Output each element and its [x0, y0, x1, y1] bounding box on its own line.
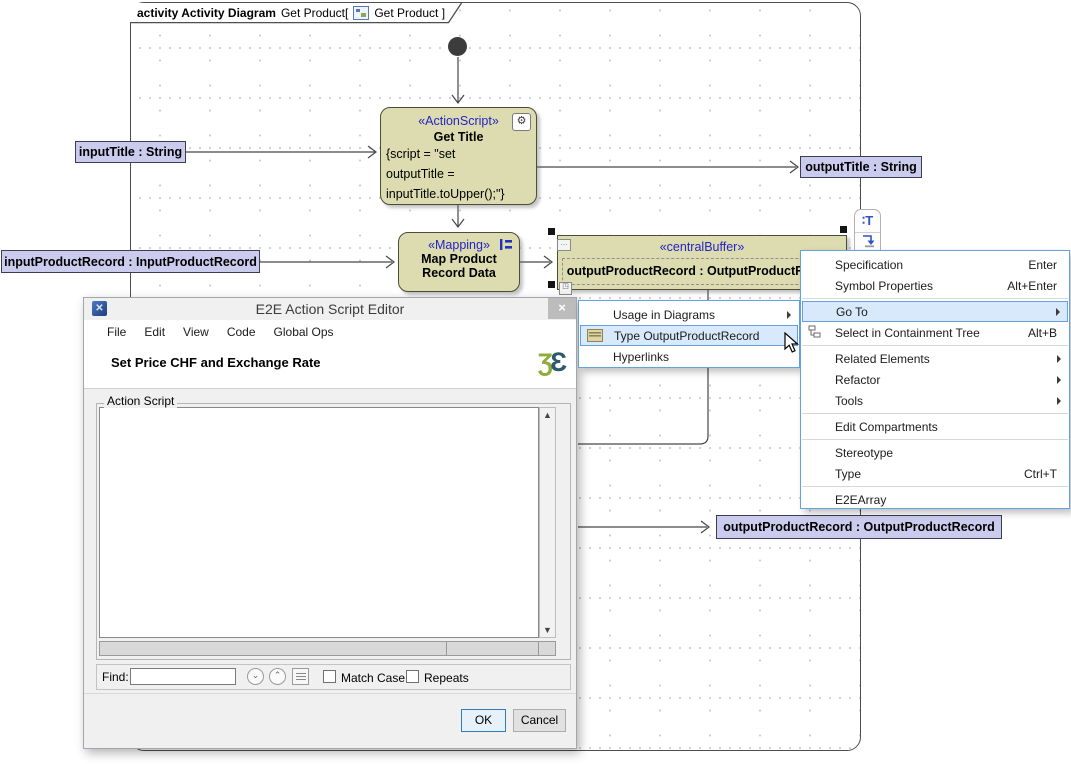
menu-item-go-to[interactable]: Go To	[802, 301, 1068, 322]
menu-item-edit-compartments[interactable]: Edit Compartments	[802, 416, 1068, 437]
menu-separator	[802, 486, 1068, 487]
e2e-logo-icon: ƷƐ	[538, 347, 567, 378]
mouse-cursor-icon	[783, 332, 801, 354]
selection-handle[interactable]	[548, 228, 555, 235]
submenu-arrow-icon	[1057, 355, 1061, 363]
more-options-adornment-icon[interactable]: …	[557, 239, 571, 251]
menu-separator	[802, 439, 1068, 440]
buffer-type-icon	[587, 329, 603, 342]
script-heading: Set Price CHF and Exchange Rate	[111, 355, 321, 370]
selection-handle[interactable]	[840, 226, 847, 233]
action-name: Record Data	[399, 266, 519, 280]
menu-item-symbol-properties[interactable]: Symbol Properties Alt+Enter	[802, 275, 1068, 296]
submenu-arrow-icon	[1057, 397, 1061, 405]
mapping-icon	[499, 238, 513, 251]
dialog-header: Set Price CHF and Exchange Rate ƷƐ	[84, 343, 576, 389]
selection-handle[interactable]	[548, 281, 555, 288]
activity-diagram-icon	[353, 6, 369, 20]
menu-item-stereotype[interactable]: Stereotype	[802, 442, 1068, 463]
param-output-title[interactable]: outputTitle : String	[800, 156, 922, 178]
horizontal-scrollbar[interactable]	[99, 641, 556, 656]
menu-separator	[802, 298, 1068, 299]
find-input[interactable]	[130, 668, 236, 685]
find-options-icon[interactable]	[292, 668, 309, 685]
repeats-checkbox[interactable]	[406, 670, 419, 683]
menu-file[interactable]: File	[98, 325, 135, 339]
menu-edit[interactable]: Edit	[135, 325, 174, 339]
close-button[interactable]: ×	[548, 298, 576, 319]
script-text-line: inputTitle.toUpper();"}	[381, 184, 536, 204]
match-case-checkbox[interactable]	[323, 670, 336, 683]
match-case-label: Match Case	[341, 671, 405, 685]
menu-separator	[802, 413, 1068, 414]
menu-item-related-elements[interactable]: Related Elements	[802, 348, 1068, 369]
action-script-group-label: Action Script	[104, 394, 177, 408]
find-previous-icon[interactable]: ⌃	[269, 668, 286, 685]
menu-item-select-in-containment-tree[interactable]: Select in Containment Tree Alt+B	[802, 322, 1068, 343]
menu-item-specification[interactable]: Specification Enter	[802, 254, 1068, 275]
context-menu: Specification Enter Symbol Properties Al…	[800, 250, 1070, 509]
menu-global-ops[interactable]: Global Ops	[265, 325, 343, 339]
menu-view[interactable]: View	[174, 325, 218, 339]
submenu-arrow-icon	[1057, 376, 1061, 384]
divider	[84, 693, 576, 694]
action-get-title[interactable]: «ActionScript» ⚙ Get Title {script = "se…	[380, 107, 537, 205]
script-text-line: {script = "set	[381, 144, 536, 164]
resize-adornment-icon[interactable]: ◳	[559, 282, 572, 295]
action-name: Map Product	[399, 252, 519, 266]
submenu-arrow-icon	[787, 311, 791, 319]
menu-code[interactable]: Code	[218, 325, 265, 339]
submenu-item-type-outputproductrecord[interactable]: Type OutputProductRecord	[580, 325, 798, 346]
dialog-titlebar[interactable]: ✕ E2E Action Script Editor ×	[84, 298, 576, 320]
frame-context: Get Product[	[281, 6, 348, 20]
scroll-down-icon[interactable]: ▼	[540, 625, 555, 635]
ok-button[interactable]: OK	[461, 709, 506, 732]
submenu-item-hyperlinks[interactable]: Hyperlinks	[580, 346, 798, 367]
gear-icon[interactable]: ⚙	[512, 113, 531, 131]
dialog-title: E2E Action Script Editor	[84, 298, 576, 321]
frame-header: activity Activity Diagram Get Product[ G…	[137, 6, 445, 20]
menu-item-type[interactable]: Type Ctrl+T	[802, 463, 1068, 484]
scroll-up-icon[interactable]: ▲	[540, 410, 555, 420]
smart-manipulator-toolbar: ∶T	[854, 209, 881, 256]
script-text-line: outputTitle =	[381, 164, 536, 184]
text-tool-icon[interactable]: ∶T	[855, 210, 880, 232]
dialog-menubar: File Edit View Code Global Ops	[84, 320, 576, 343]
find-bar: Find: ⌄ ⌃ Match Case Repeats	[96, 664, 571, 690]
menu-item-refactor[interactable]: Refactor	[802, 369, 1068, 390]
frame-diagram-name: Get Product ]	[374, 6, 445, 20]
action-script-textarea[interactable]	[99, 407, 539, 638]
cancel-button[interactable]: Cancel	[513, 709, 566, 732]
submenu-item-usage-in-diagrams[interactable]: Usage in Diagrams	[580, 304, 798, 325]
param-output-product-record[interactable]: outputProductRecord : OutputProductRecor…	[716, 515, 1002, 539]
frame-kind-and-name: activity Activity Diagram	[137, 6, 276, 20]
containment-tree-icon	[808, 325, 822, 339]
param-input-product-record[interactable]: inputProductRecord : InputProductRecord	[1, 250, 260, 273]
go-to-submenu: Usage in Diagrams Type OutputProductReco…	[578, 300, 800, 368]
submenu-arrow-icon	[1056, 308, 1060, 316]
find-label: Find:	[102, 670, 129, 684]
repeats-label: Repeats	[424, 671, 469, 685]
vertical-scrollbar[interactable]: ▲ ▼	[539, 407, 556, 638]
e2e-action-script-editor-dialog: ✕ E2E Action Script Editor × File Edit V…	[83, 297, 577, 749]
action-map-product-record-data[interactable]: «Mapping» Map Product Record Data	[398, 232, 520, 292]
menu-separator	[802, 345, 1068, 346]
menu-item-e2earray[interactable]: E2EArray	[802, 489, 1068, 510]
find-next-icon[interactable]: ⌄	[247, 668, 264, 685]
action-name: Get Title	[381, 130, 536, 144]
menu-item-tools[interactable]: Tools	[802, 390, 1068, 411]
param-input-title[interactable]: inputTitle : String	[75, 141, 186, 163]
